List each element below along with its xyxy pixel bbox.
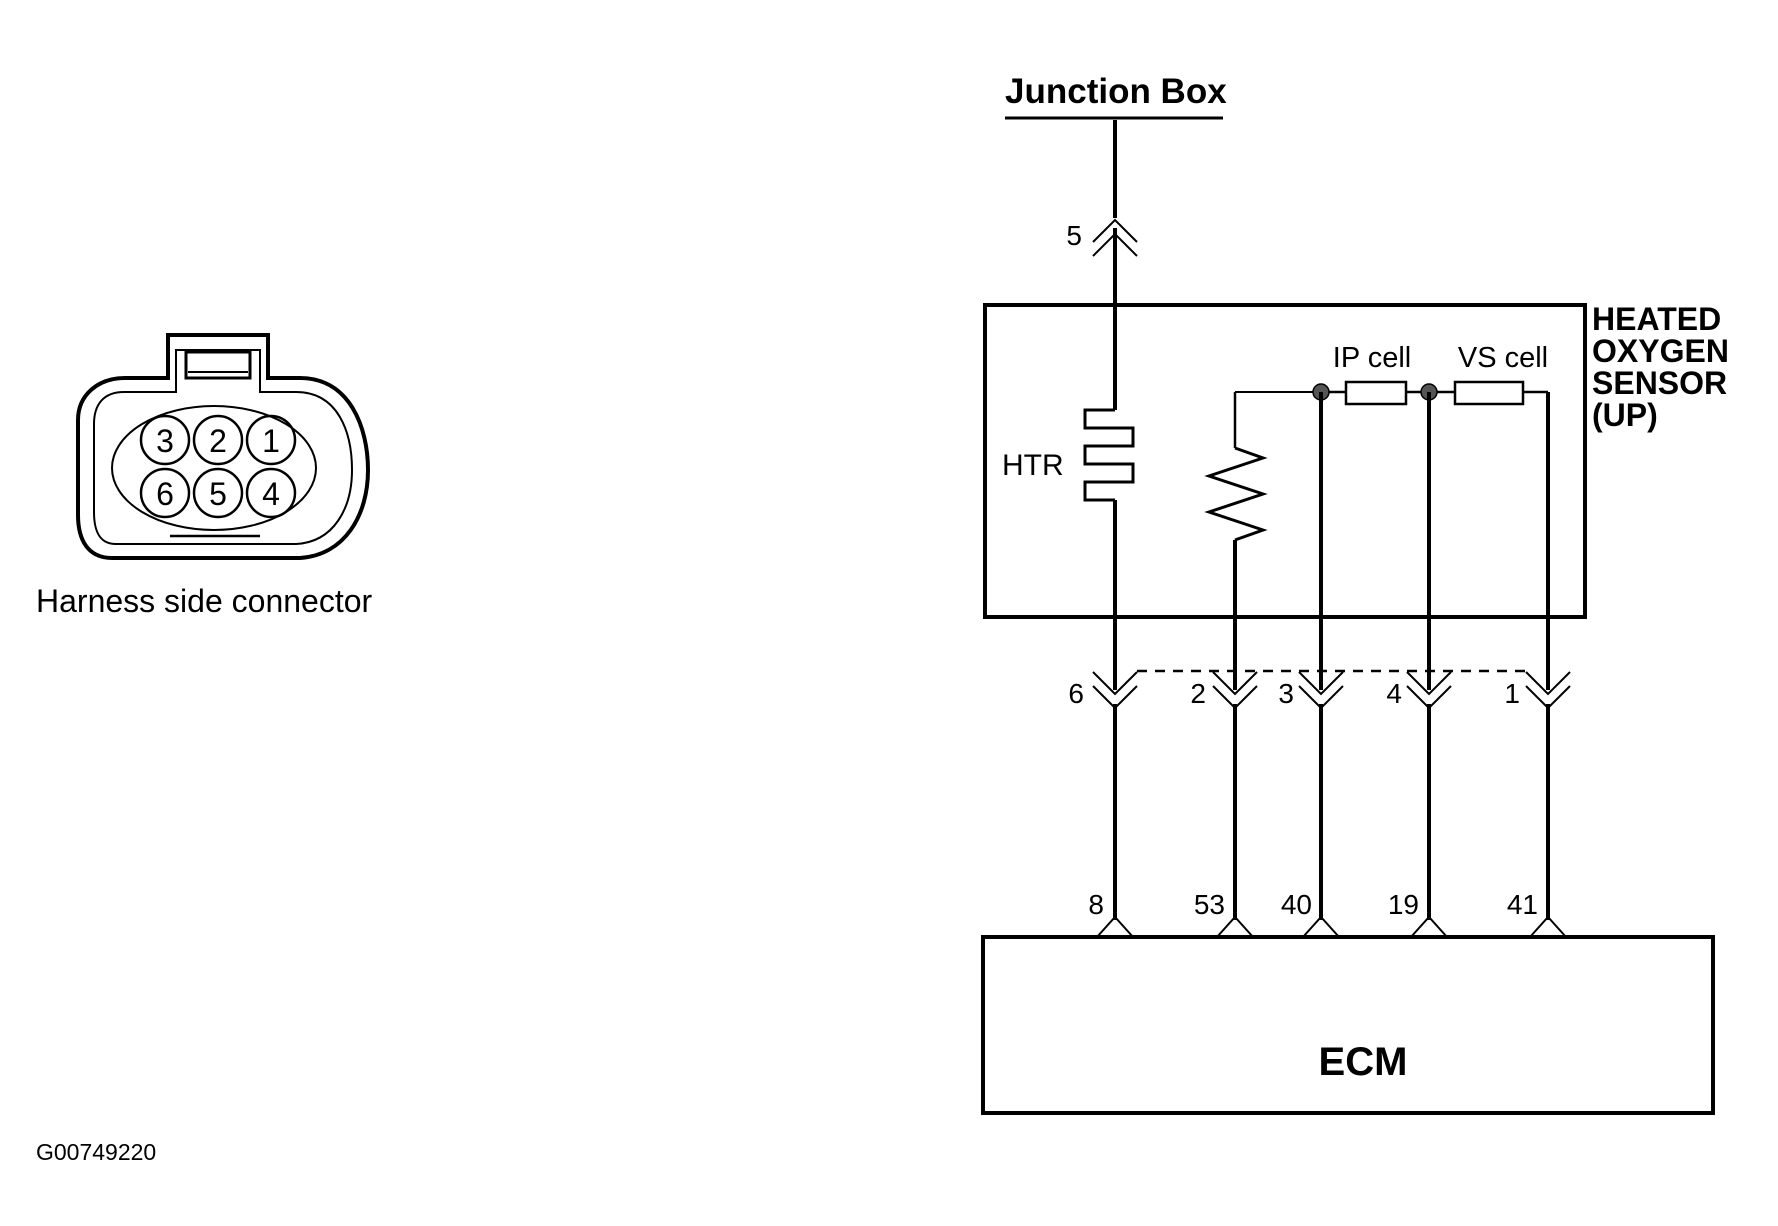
connector-pin-3	[139, 414, 191, 466]
ecm-label: ECM	[1319, 1040, 1408, 1084]
connector-chevron	[1212, 671, 1258, 696]
ip-cell-label: IP cell	[1333, 342, 1411, 374]
ip-cell	[1344, 380, 1408, 406]
sensor-title-line: SENSOR	[1592, 365, 1727, 401]
connector-pin-label: 5	[209, 476, 227, 512]
connector-pin-label: 6	[156, 476, 174, 512]
connector-pin-label: 4	[262, 476, 280, 512]
heater-label: HTR	[1002, 449, 1064, 482]
junction-box: Junction Box 5	[1005, 72, 1227, 305]
connector-pin-4	[245, 467, 297, 519]
sensor-title-line: HEATED	[1592, 301, 1721, 337]
ecm-pin-label: 53	[1194, 889, 1225, 920]
ecm-terminal-chevron	[1529, 915, 1567, 938]
sensor-connector-pin: 6	[1068, 671, 1138, 710]
ecm-pin-label: 8	[1088, 889, 1104, 920]
connector-pin-6	[139, 467, 191, 519]
ecm-box	[981, 935, 1715, 1115]
ecm-terminal-chevron	[1216, 915, 1254, 938]
sensor-title-line: OXYGEN	[1592, 333, 1729, 369]
sensor-pin-label: 3	[1278, 678, 1294, 709]
junction-box-label: Junction Box	[1005, 72, 1227, 111]
sensor-connector-pin: 2	[1190, 671, 1258, 710]
harness-wires	[1113, 704, 1550, 920]
ecm-pin-label: 40	[1281, 889, 1312, 920]
sensor-pin-label: 4	[1386, 678, 1402, 709]
connector-pin-label: 2	[209, 423, 227, 459]
connector-chevron	[1298, 671, 1344, 696]
ecm-terminal-chevron	[1096, 915, 1134, 938]
connector-inner-outline	[93, 349, 354, 545]
junction-pin-label: 5	[1066, 220, 1082, 251]
sensor-connector-pin: 1	[1504, 671, 1571, 710]
heated-oxygen-sensor: HEATED OXYGEN SENSOR (UP) HTR IP cell VS…	[983, 301, 1729, 690]
sensor-connector-pin: 3	[1278, 671, 1344, 710]
ecm-pin-label: 19	[1388, 889, 1419, 920]
connector-pin-label: 3	[156, 423, 174, 459]
connector-pin-label: 1	[262, 423, 280, 459]
harness-connector: 3 2 1 6 5 4 Harness side connector	[36, 333, 373, 619]
connector-chevron	[1406, 671, 1452, 696]
connector-cavity	[111, 405, 317, 531]
connector-outline	[76, 333, 371, 560]
sensor-pin-label: 1	[1504, 678, 1520, 709]
connector-chevron	[1092, 218, 1138, 243]
connector-chevron	[1092, 671, 1138, 696]
connector-latch	[184, 350, 252, 380]
ecm: 8 53 40 19 41 ECM	[981, 889, 1715, 1115]
ecm-terminal-chevron	[1410, 915, 1448, 938]
heater-element	[1083, 408, 1135, 502]
sensor-pin-label: 6	[1068, 678, 1084, 709]
figure-id: G00749220	[36, 1139, 156, 1165]
connector-caption: Harness side connector	[36, 583, 373, 619]
resistor-element	[1204, 446, 1268, 542]
connector-pin-5	[192, 467, 244, 519]
ecm-pin-label: 41	[1507, 889, 1538, 920]
connector-pin-2	[192, 414, 244, 466]
vs-cell-label: VS cell	[1458, 342, 1548, 374]
sensor-box	[983, 303, 1587, 619]
connector-pin-1	[245, 414, 297, 466]
sensor-title-line: (UP)	[1592, 397, 1658, 433]
sensor-connector-pin: 4	[1386, 671, 1452, 710]
vs-cell	[1453, 380, 1525, 406]
ecm-terminal-chevron	[1302, 915, 1340, 938]
sensor-pin-label: 2	[1190, 678, 1206, 709]
connector-chevron	[1525, 671, 1571, 696]
